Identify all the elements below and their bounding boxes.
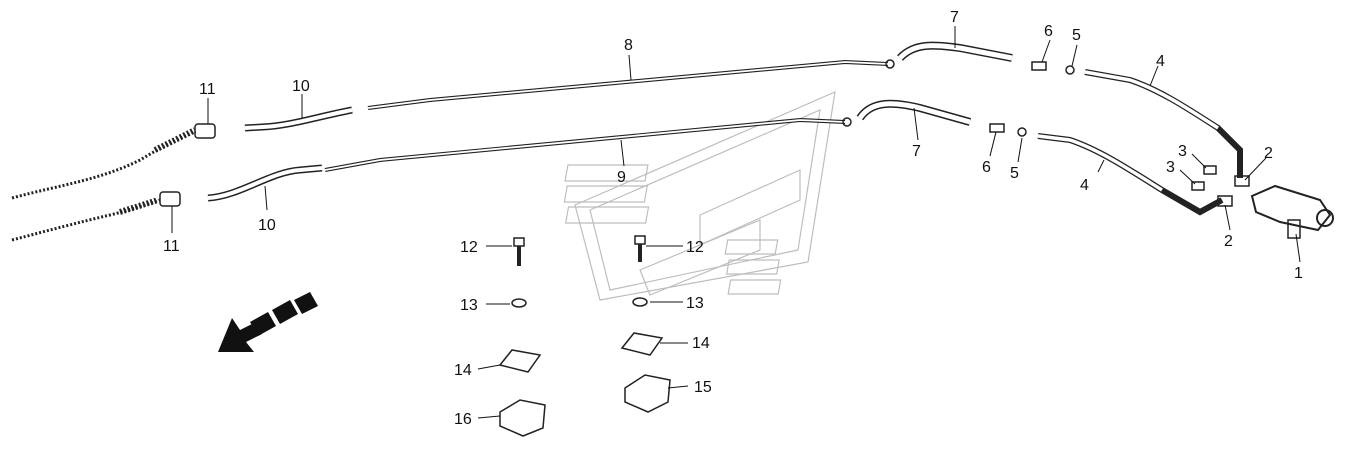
callout-14-left: 14	[454, 362, 472, 379]
part-1-cylinder	[1250, 184, 1334, 239]
part-13-washer-right	[632, 297, 648, 307]
callout-7-upper: 7	[950, 9, 959, 26]
watermark-logo	[563, 91, 836, 301]
callout-4-lower: 4	[1080, 177, 1089, 194]
callout-13-right: 13	[686, 295, 704, 312]
part-9-pipe	[324, 117, 852, 172]
callout-13-left: 13	[460, 297, 478, 314]
part-12-bolt-right	[634, 235, 646, 262]
part-11-lower	[11, 191, 181, 242]
part-5-upper-nut	[1065, 65, 1075, 75]
part-14-clamp-right	[620, 332, 664, 356]
part-7-upper-hose	[897, 41, 1013, 62]
callout-4-upper: 4	[1156, 53, 1165, 70]
part-4-upper-hose	[1084, 69, 1243, 178]
callout-15: 15	[694, 379, 712, 396]
callout-14-right: 14	[692, 335, 710, 352]
callout-7-lower: 7	[912, 143, 921, 160]
part-15-block	[624, 374, 671, 413]
part-5-lower-nut	[1017, 127, 1027, 137]
callout-8: 8	[624, 37, 633, 54]
callout-11-upper: 11	[199, 81, 216, 98]
callout-2-lower: 2	[1224, 233, 1233, 250]
part-10-upper-hose	[244, 106, 353, 132]
callout-6-upper: 6	[1044, 23, 1053, 40]
part-14-clamp-left	[498, 349, 542, 373]
callout-10-lower: 10	[258, 217, 276, 234]
callout-1: 1	[1294, 265, 1303, 282]
part-3-fittings	[1191, 165, 1217, 191]
part-6-upper-fitting	[1031, 61, 1047, 71]
callout-5-lower: 5	[1010, 165, 1019, 182]
callout-6-lower: 6	[982, 159, 991, 176]
callout-10-upper: 10	[292, 78, 310, 95]
callout-2-upper: 2	[1264, 145, 1273, 162]
direction-arrow-icon	[218, 292, 318, 352]
part-4-lower-hose	[1037, 133, 1224, 216]
callout-12-left: 12	[460, 239, 478, 256]
callout-5-upper: 5	[1072, 27, 1081, 44]
part-13-washer-left	[511, 298, 527, 308]
part-11-upper	[11, 123, 216, 200]
part-7-lower-hose	[856, 99, 972, 126]
part-10-lower-hose	[207, 164, 323, 202]
leader-lines	[171, 26, 1301, 419]
callout-16: 16	[454, 411, 472, 428]
callout-9: 9	[617, 169, 626, 186]
callout-3-upper: 3	[1178, 143, 1187, 160]
part-6-lower-fitting	[989, 123, 1005, 133]
callout-3-lower: 3	[1166, 159, 1175, 176]
part-8-pipe	[367, 59, 895, 110]
part-12-bolt-left	[513, 237, 525, 266]
callout-12-right: 12	[686, 239, 704, 256]
callout-11-lower: 11	[163, 238, 180, 255]
part-16-block	[499, 399, 546, 437]
callout-labels: 1 2 2 3 3 4 4 5 5 6 6 7 7 8 9 10 10 11 1…	[163, 9, 1303, 428]
